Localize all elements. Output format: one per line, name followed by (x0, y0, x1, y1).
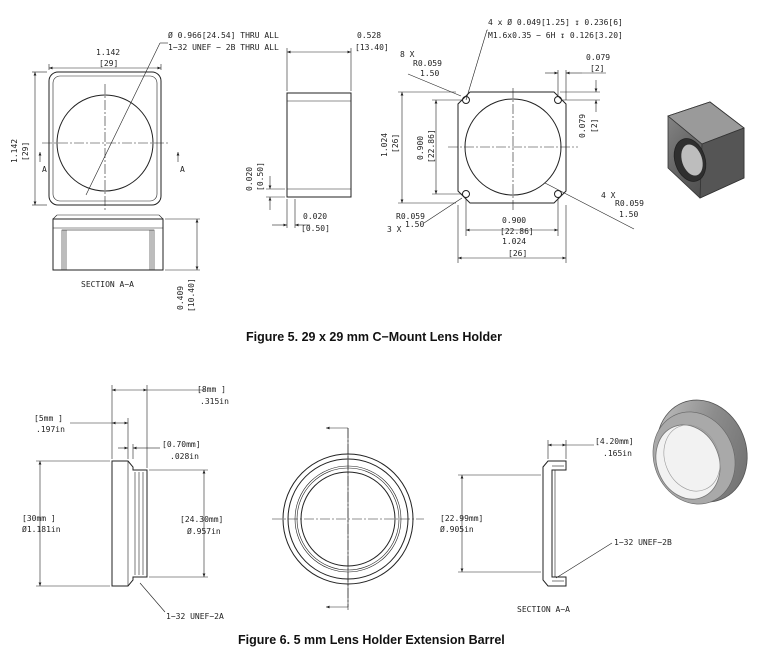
fig6-dim-243mm: [24.30mm] (180, 515, 223, 524)
fig5-mount-hole-tr (554, 96, 562, 104)
fig5-corner3-mm: 1.50 (619, 210, 638, 219)
fig5-section-label: SECTION A−A (81, 280, 134, 289)
fig5-back-width-in: 1.024 (502, 237, 526, 246)
fig6-dim-30mm: [30mm ] (22, 514, 56, 523)
fig5-front-width-mm: [29] (99, 59, 118, 68)
fig5-bore-note-1: Ø 0.966[24.54] THRU ALL (168, 30, 279, 40)
fig5-section-view: SECTION A−A 0.409 [10.40] (52, 214, 200, 312)
fig5-offset-v-in: 0.079 (578, 114, 587, 138)
fig5-corner-note-mm: 1.50 (420, 69, 439, 78)
fig6-side-view: [8mm ] .315in [5mm ] .197in [0.70mm] .02… (22, 385, 229, 621)
fig6-section-label: SECTION A−A (517, 605, 570, 614)
fig5-hole-note-1: 4 x Ø 0.049[1.25] ↧ 0.236[6] (488, 17, 623, 27)
fig5-front-width-in: 1.142 (96, 48, 120, 57)
fig6-section-view: [22.99mm] Ø.905in [4.20mm] .165in 1−32 U… (440, 437, 672, 614)
fig5-side-view: 0.528 [13.40] 0.020 [0.50] 0.020 [0.50] (245, 31, 389, 233)
fig5-front-height-mm: [29] (21, 142, 30, 161)
fig5-side-step-h-in: 0.020 (303, 212, 327, 221)
fig6-dim-5in: .197in (36, 425, 65, 434)
fig5-section-depth-mm: [10.40] (187, 278, 196, 312)
fig5-offset-mm: [2] (590, 64, 604, 73)
fig6-front-view (272, 426, 424, 610)
fig5-back-view: 4 x Ø 0.049[1.25] ↧ 0.236[6] M1.6x0.35 −… (380, 17, 644, 263)
fig6-dim-42in: .165in (603, 449, 632, 458)
fig5-front-height-in: 1.142 (10, 139, 19, 163)
fig6-caption: Figure 6. 5 mm Lens Holder Extension Bar… (238, 633, 505, 647)
fig6-dim-42mm: [4.20mm] (595, 437, 634, 446)
fig5-hole-note-2: M1.6x0.35 − 6H ↧ 0.126[3.20] (488, 31, 623, 40)
fig5-hole-span-v-in: 0.900 (416, 136, 425, 160)
fig5-corner3-qty: 4 X (601, 191, 616, 200)
fig5-back-width-mm: [26] (508, 249, 527, 258)
fig5-side-step-h-mm: [0.50] (301, 224, 330, 233)
fig5-bore-note-2: 1−32 UNEF − 2B THRU ALL (168, 43, 279, 52)
fig5-back-height-mm: [26] (391, 134, 400, 153)
fig5-hole-span-h-in: 0.900 (502, 216, 526, 225)
fig5-mount-hole-tl (462, 96, 470, 104)
fig6-dim-243in: Ø.957in (187, 526, 221, 536)
fig5-caption: Figure 5. 29 x 29 mm C−Mount Lens Holder (246, 330, 502, 344)
fig6-dim-8in: .315in (200, 397, 229, 406)
fig5-side-width-in: 0.528 (357, 31, 381, 40)
fig6-dim-2299mm: [22.99mm] (440, 514, 483, 523)
fig6-side-thread: 1−32 UNEF−2A (166, 612, 224, 621)
fig5-section-marker-right: A (180, 165, 185, 174)
fig6-dim-07in: .028in (170, 452, 199, 461)
fig6-dim-07mm: [0.70mm] (162, 440, 201, 449)
fig6-dim-30in: Ø1.181in (22, 524, 61, 534)
fig5-corner2-qty: 3 X (387, 225, 402, 234)
fig5-corner2-r: R0.059 (396, 212, 425, 221)
fig5-side-width-mm: [13.40] (355, 43, 389, 52)
fig5-section-marker-left: A (42, 165, 47, 174)
fig6-section-thread: 1−32 UNEF−2B (614, 538, 672, 547)
fig6-ring-render (652, 399, 748, 505)
fig6-dim-8mm: [8mm ] (197, 385, 226, 394)
fig5-side-step-v-in: 0.020 (245, 167, 254, 191)
fig5-front-view: 1.142 [29] 1.142 [29] A A Ø 0.966[24.54]… (10, 30, 279, 210)
fig5-side-step-v-mm: [0.50] (256, 162, 265, 191)
fig5-corner-note-qty: 8 X (400, 50, 415, 59)
fig5-corner-note-r: R0.059 (413, 59, 442, 68)
fig6-dim-2299in: Ø.905in (440, 524, 474, 534)
fig5-corner3-r: R0.059 (615, 199, 644, 208)
fig5-mount-hole-br (554, 190, 562, 198)
fig5-back-height-in: 1.024 (380, 133, 389, 157)
fig5-hole-span-h-mm: [22.86] (500, 227, 534, 236)
fig5-holder-render (667, 101, 745, 199)
fig5-corner2-mm: 1.50 (405, 220, 424, 229)
fig5-mount-hole-bl (462, 190, 470, 198)
fig5-offset-v-mm: [2] (590, 119, 599, 133)
fig5-hole-span-v-mm: [22.86] (427, 129, 436, 163)
fig5-section-depth-in: 0.409 (176, 286, 185, 310)
fig5-offset-in: 0.079 (586, 53, 610, 62)
fig6-dim-5mm: [5mm ] (34, 414, 63, 423)
